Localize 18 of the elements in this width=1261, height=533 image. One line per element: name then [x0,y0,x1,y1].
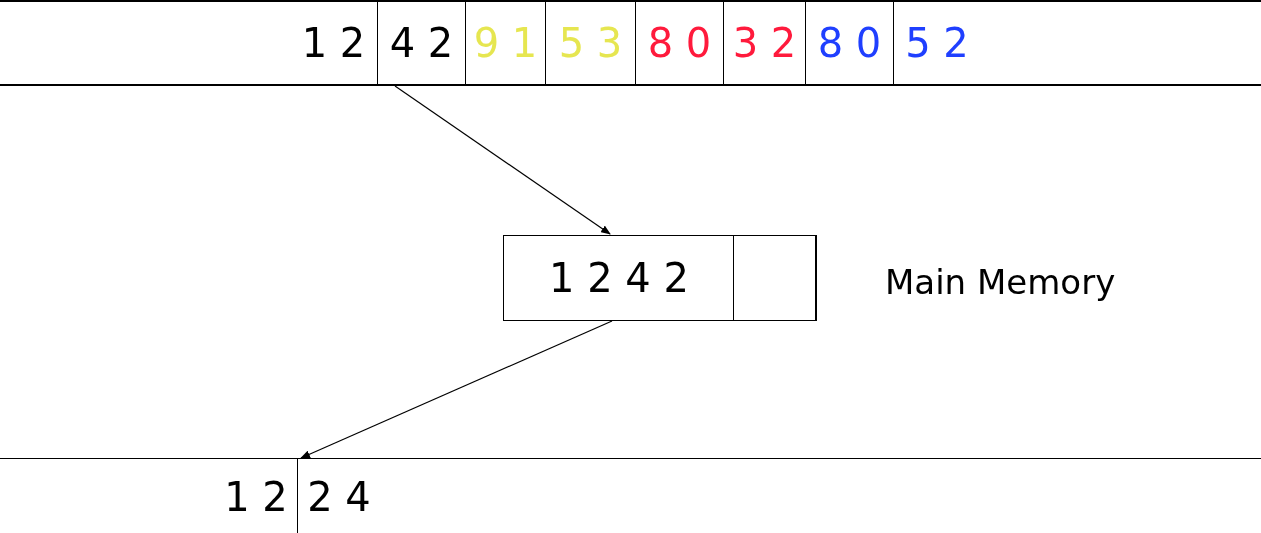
arrow [394,85,611,235]
tape-cell: 2 4 [297,459,380,533]
tape-cell: 8 0 [635,2,723,84]
tape-cell: 1 2 [215,459,297,533]
memory-box [503,235,816,321]
arrow [300,320,613,459]
tape-cell: 4 2 [377,2,465,84]
tape-cell: 3 2 [723,2,805,84]
tape-cell: 8 0 [805,2,893,84]
tape-cell: 5 2 [893,2,980,84]
tape-band [0,0,1261,86]
tape-cell: 5 3 [545,2,635,84]
memory-cell: 1 2 4 2 [504,236,734,319]
tape-band [0,458,1261,533]
memory-cell [733,234,817,321]
tape-cell: 1 2 [290,2,377,84]
tape-cell: 9 1 [465,2,545,84]
memory-caption: Main Memory [885,262,1116,302]
